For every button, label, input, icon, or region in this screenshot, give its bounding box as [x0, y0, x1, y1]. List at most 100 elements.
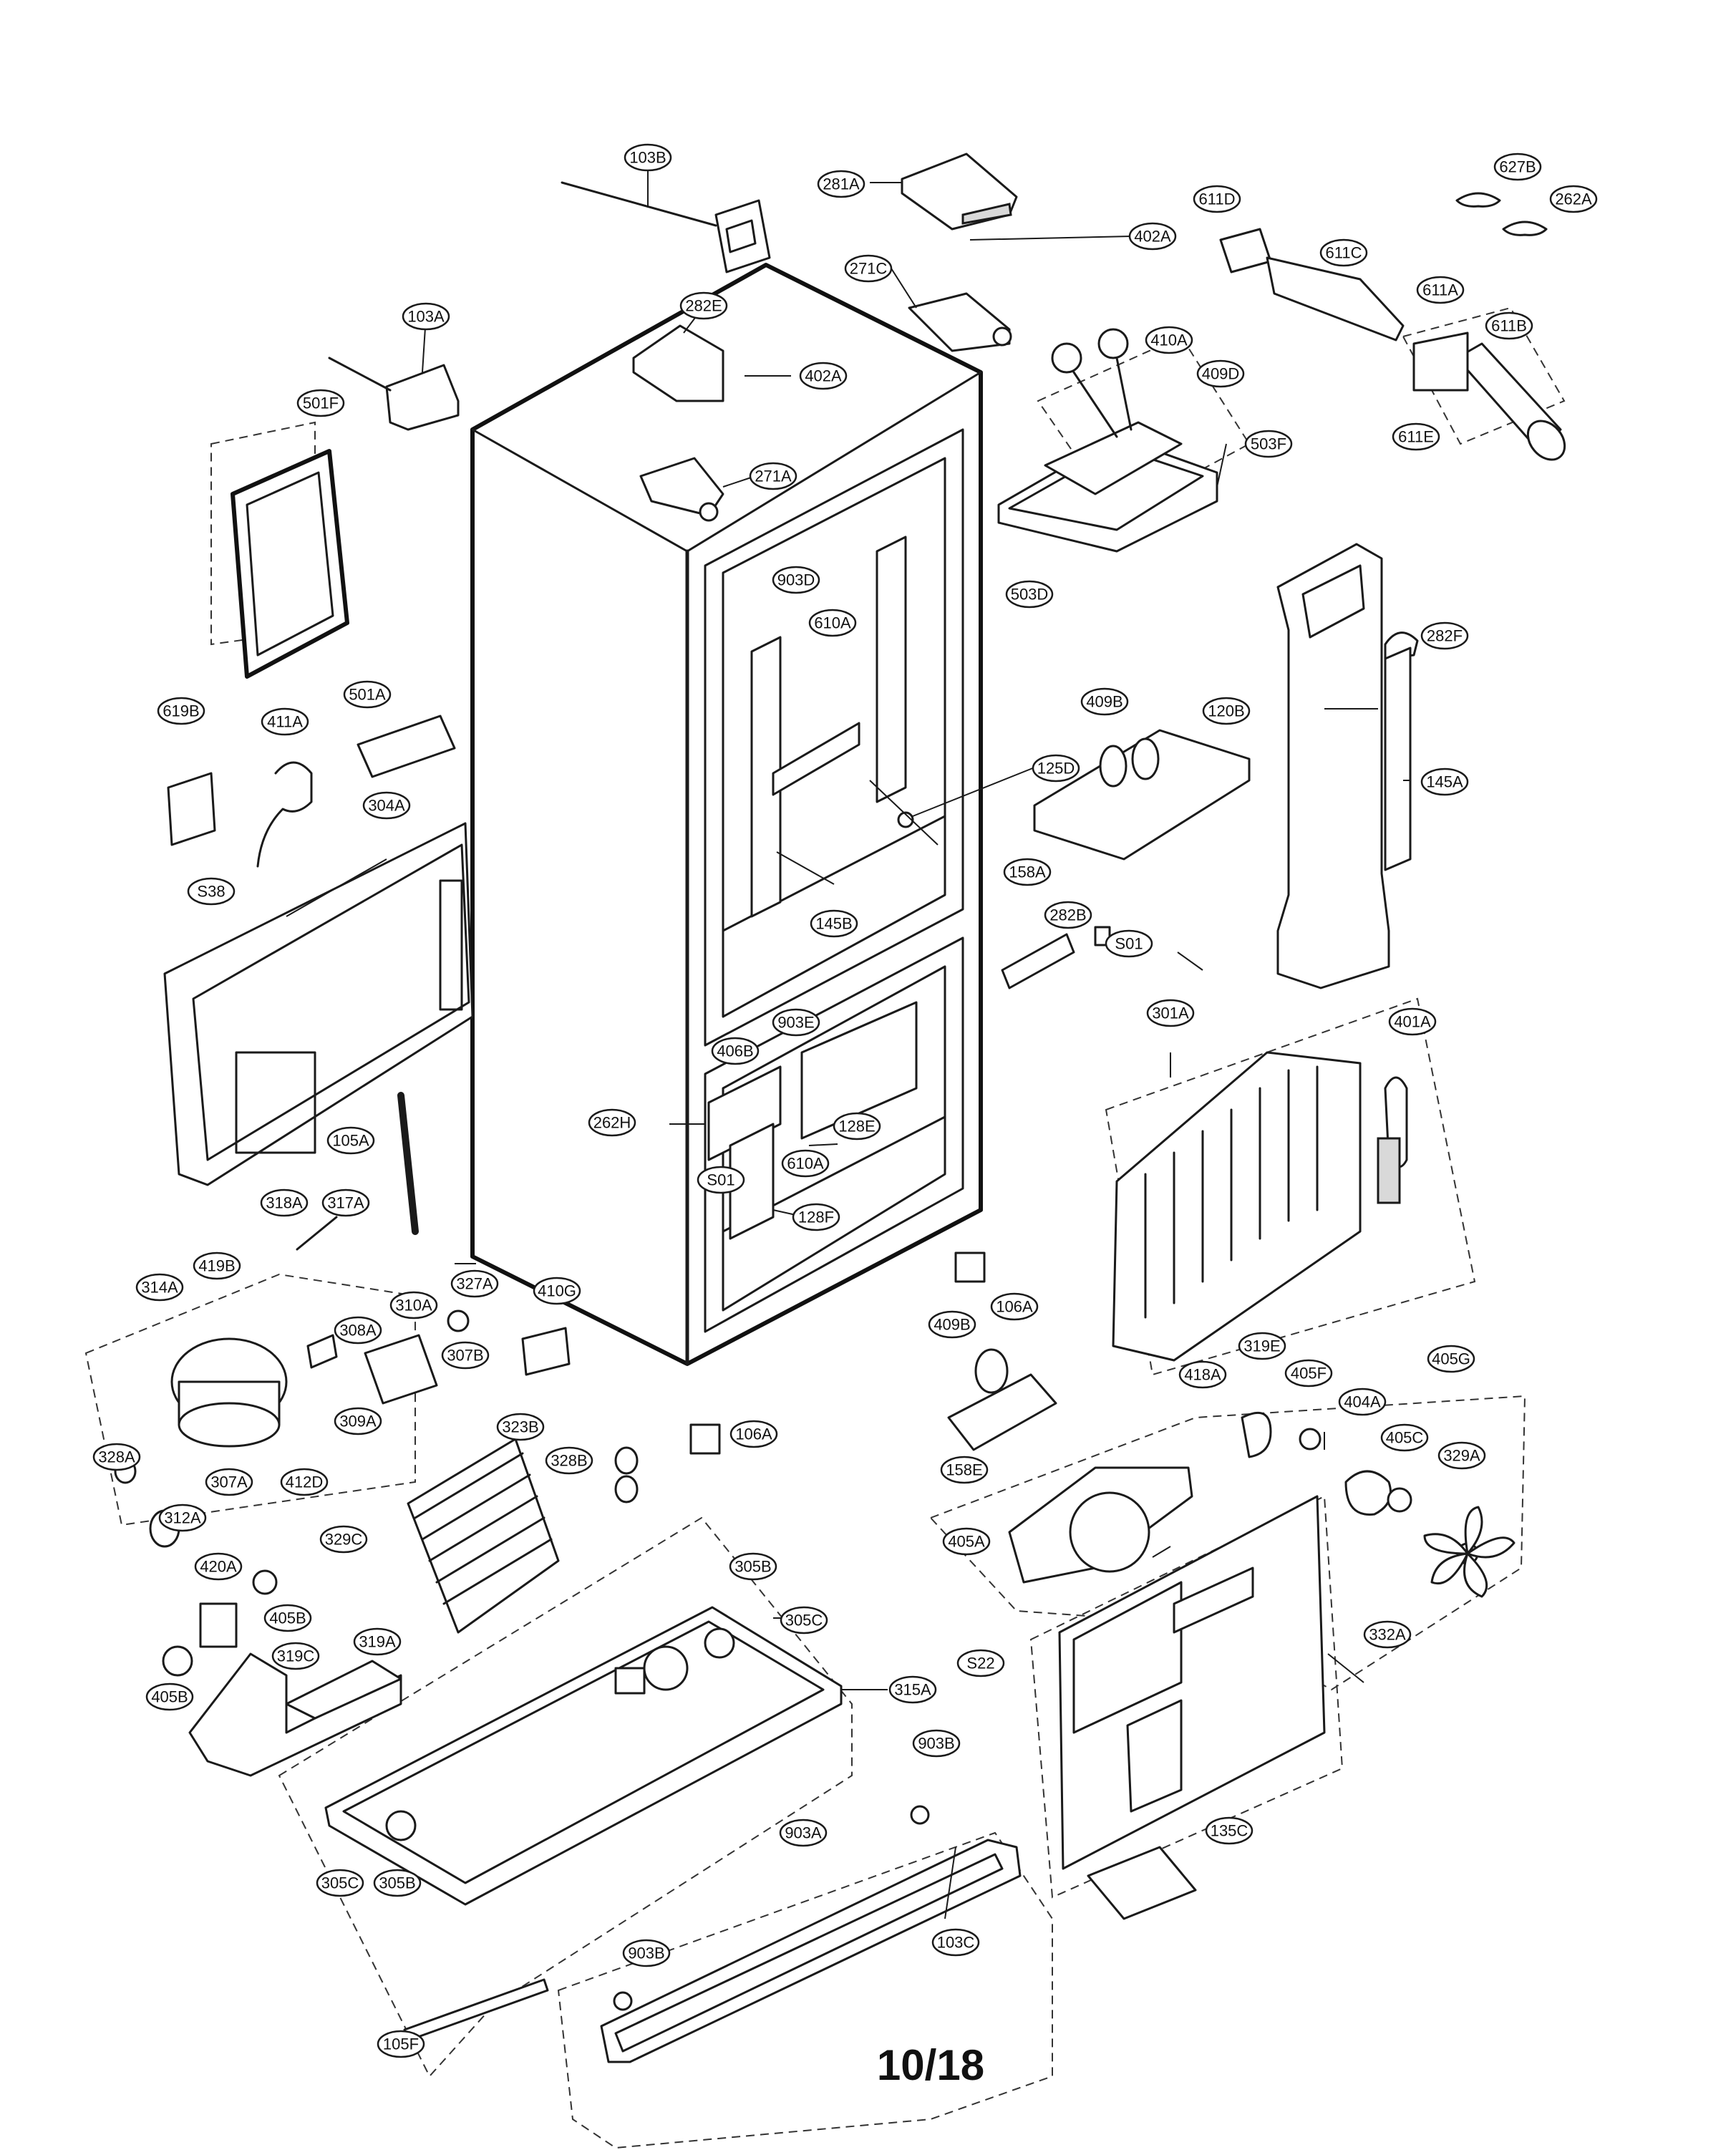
- machine-compartment-cover: [163, 822, 474, 1186]
- svg-text:135C: 135C: [1211, 1822, 1248, 1840]
- svg-text:323B: 323B: [502, 1418, 538, 1436]
- callout-271C: 271C: [844, 254, 893, 283]
- callout-405C: 405C: [1380, 1423, 1429, 1452]
- callout-S01: S01: [697, 1166, 745, 1194]
- callout-158A: 158A: [1003, 858, 1052, 886]
- svg-text:262H: 262H: [593, 1114, 631, 1132]
- callout-327A: 327A: [450, 1269, 499, 1298]
- svg-text:405B: 405B: [269, 1609, 306, 1627]
- callout-128F: 128F: [792, 1203, 840, 1231]
- svg-text:410A: 410A: [1150, 331, 1188, 349]
- callout-262H: 262H: [588, 1108, 636, 1137]
- fan-blade: [1423, 1506, 1516, 1598]
- svg-text:S38: S38: [197, 883, 225, 901]
- callout-135C: 135C: [1205, 1816, 1253, 1845]
- svg-text:125D: 125D: [1037, 760, 1075, 778]
- callout-103A: 103A: [402, 302, 450, 331]
- callout-125D: 125D: [1032, 754, 1080, 783]
- svg-text:305B: 305B: [734, 1558, 771, 1576]
- svg-text:903B: 903B: [918, 1735, 954, 1753]
- svg-text:410G: 410G: [538, 1282, 576, 1300]
- svg-text:307B: 307B: [447, 1347, 483, 1365]
- svg-text:281A: 281A: [823, 175, 860, 193]
- callout-410A: 410A: [1145, 326, 1193, 354]
- svg-text:328A: 328A: [98, 1448, 135, 1466]
- svg-text:402A: 402A: [1134, 228, 1171, 246]
- callout-903E: 903E: [772, 1008, 820, 1037]
- svg-text:619B: 619B: [163, 702, 199, 720]
- lamp-holder-158E: [947, 1348, 1057, 1451]
- leveling-feet: [689, 1251, 986, 1455]
- callout-405A: 405A: [942, 1527, 991, 1556]
- svg-text:611E: 611E: [1398, 428, 1434, 446]
- svg-text:314A: 314A: [141, 1279, 178, 1297]
- callout-301A: 301A: [1146, 999, 1195, 1027]
- callout-282B: 282B: [1044, 901, 1092, 929]
- callout-418A: 418A: [1178, 1360, 1227, 1389]
- page-number: 10/18: [876, 2041, 985, 2089]
- callout-405B: 405B: [263, 1604, 312, 1632]
- svg-text:103C: 103C: [937, 1934, 975, 1952]
- svg-text:402A: 402A: [805, 367, 842, 385]
- svg-text:405C: 405C: [1386, 1429, 1424, 1447]
- svg-text:120B: 120B: [1208, 702, 1244, 720]
- callout-106A: 106A: [990, 1292, 1039, 1321]
- svg-text:404A: 404A: [1344, 1393, 1381, 1411]
- svg-text:103B: 103B: [629, 149, 666, 167]
- svg-text:611D: 611D: [1199, 190, 1236, 208]
- svg-text:409B: 409B: [934, 1316, 970, 1334]
- svg-text:610A: 610A: [787, 1155, 824, 1173]
- svg-text:106A: 106A: [735, 1425, 772, 1443]
- svg-text:271C: 271C: [850, 260, 888, 278]
- svg-text:301A: 301A: [1152, 1004, 1189, 1022]
- svg-text:501F: 501F: [303, 394, 339, 412]
- svg-text:405B: 405B: [151, 1688, 188, 1706]
- callout-412D: 412D: [280, 1468, 329, 1496]
- svg-text:271A: 271A: [755, 468, 792, 485]
- callout-329A: 329A: [1437, 1441, 1486, 1470]
- svg-text:627B: 627B: [1499, 158, 1536, 176]
- callout-304A: 304A: [362, 791, 411, 820]
- callout-307B: 307B: [441, 1341, 490, 1370]
- front-grille: [403, 1805, 1022, 2063]
- callout-409B: 409B: [1080, 687, 1129, 716]
- callout-S38: S38: [187, 877, 236, 906]
- callout-319C: 319C: [271, 1642, 320, 1670]
- svg-text:308A: 308A: [339, 1322, 377, 1340]
- svg-text:611A: 611A: [1422, 281, 1458, 299]
- svg-text:329A: 329A: [1443, 1447, 1480, 1465]
- callout-611A: 611A: [1416, 276, 1465, 304]
- svg-text:304A: 304A: [368, 797, 405, 815]
- svg-text:412D: 412D: [286, 1473, 324, 1491]
- small-parts-right: [1001, 926, 1111, 989]
- callout-282F: 282F: [1420, 621, 1469, 650]
- callout-103C: 103C: [931, 1928, 980, 1957]
- callout-309A: 309A: [334, 1407, 382, 1435]
- callout-903A: 903A: [779, 1819, 828, 1847]
- callout-305B: 305B: [373, 1869, 422, 1897]
- svg-text:409D: 409D: [1202, 365, 1240, 383]
- callout-317A: 317A: [321, 1188, 370, 1217]
- callout-128E: 128E: [833, 1112, 881, 1141]
- callout-411A: 411A: [261, 707, 309, 736]
- svg-text:105A: 105A: [332, 1132, 369, 1150]
- svg-text:309A: 309A: [339, 1413, 377, 1430]
- callout-405G: 405G: [1427, 1345, 1475, 1373]
- callout-419B: 419B: [193, 1251, 241, 1280]
- svg-text:305C: 305C: [785, 1612, 823, 1630]
- svg-text:903B: 903B: [628, 1945, 664, 1962]
- svg-text:105F: 105F: [383, 2035, 419, 2053]
- svg-text:611C: 611C: [1326, 244, 1362, 262]
- callout-319A: 319A: [353, 1627, 402, 1656]
- callout-328A: 328A: [92, 1443, 141, 1471]
- svg-text:420A: 420A: [200, 1558, 237, 1576]
- svg-text:903A: 903A: [785, 1824, 822, 1842]
- callout-158E: 158E: [940, 1456, 989, 1484]
- evaporator-cover: [1058, 1495, 1326, 1920]
- svg-text:315A: 315A: [894, 1681, 931, 1699]
- callout-318A: 318A: [260, 1188, 309, 1217]
- callout-120B: 120B: [1202, 697, 1251, 725]
- svg-text:282E: 282E: [685, 297, 722, 315]
- svg-text:418A: 418A: [1184, 1366, 1221, 1384]
